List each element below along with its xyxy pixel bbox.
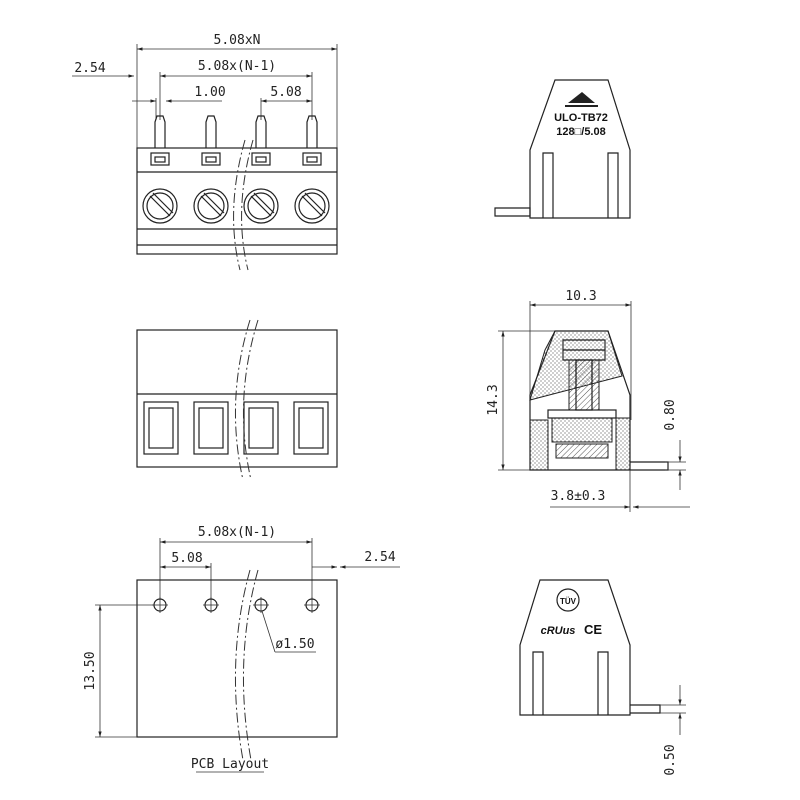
- cert-mark: TÜV: [560, 597, 577, 606]
- pcb-footprint: [136, 579, 338, 738]
- pcb-layout: 5.08x(N-1) 5.08 2.54 ø1.50 13.50 PCB Lay…: [83, 525, 400, 773]
- pcb-dim-pitch: 5.08: [171, 551, 202, 566]
- dim-span: 5.08x(N-1): [198, 59, 276, 74]
- dim-section-width: 10.3: [565, 289, 596, 304]
- ul-mark: cRUus: [541, 625, 576, 637]
- dim-pin-thickness: 0.80: [663, 399, 678, 430]
- tuv-icon: [556, 588, 580, 612]
- dim-pitch: 5.08: [270, 85, 301, 100]
- dim-pin-height: 0.50: [663, 744, 678, 775]
- dim-edge-offset: 2.54: [74, 61, 105, 76]
- pcb-dim-depth: 13.50: [83, 651, 98, 690]
- ce-mark: CE: [584, 622, 602, 637]
- side-view-bottom: TÜV cRUus CE 0.50: [519, 579, 686, 776]
- product-rating: 128□/5.08: [556, 126, 605, 138]
- pin-row: [154, 115, 318, 148]
- pcb-dim-edge: 2.54: [364, 550, 395, 565]
- terminal-body-rear: [136, 329, 338, 468]
- pcb-hole: [152, 597, 320, 613]
- bottom-view: [136, 319, 338, 481]
- logo-icon: [568, 92, 595, 103]
- product-name: ULO-TB72: [554, 112, 608, 124]
- dim-pin-offset: 3.8±0.3: [551, 489, 606, 504]
- side-view-top: ULO-TB72 128□/5.08: [494, 79, 631, 219]
- dim-overall-width: 5.08xN: [214, 33, 261, 48]
- pcb-dim-span: 5.08x(N-1): [198, 525, 276, 540]
- dim-pin-width: 1.00: [194, 85, 225, 100]
- dim-section-height: 14.3: [486, 384, 501, 415]
- section-view: 10.3 14.3 0.80 3.8±0.3: [486, 289, 690, 512]
- screw-icon: [142, 188, 330, 224]
- front-view: 5.08xN 2.54 5.08x(N-1) 1.00 5.08: [72, 33, 338, 271]
- pcb-dim-hole: ø1.50: [275, 637, 314, 652]
- pcb-caption: PCB Layout: [191, 757, 269, 772]
